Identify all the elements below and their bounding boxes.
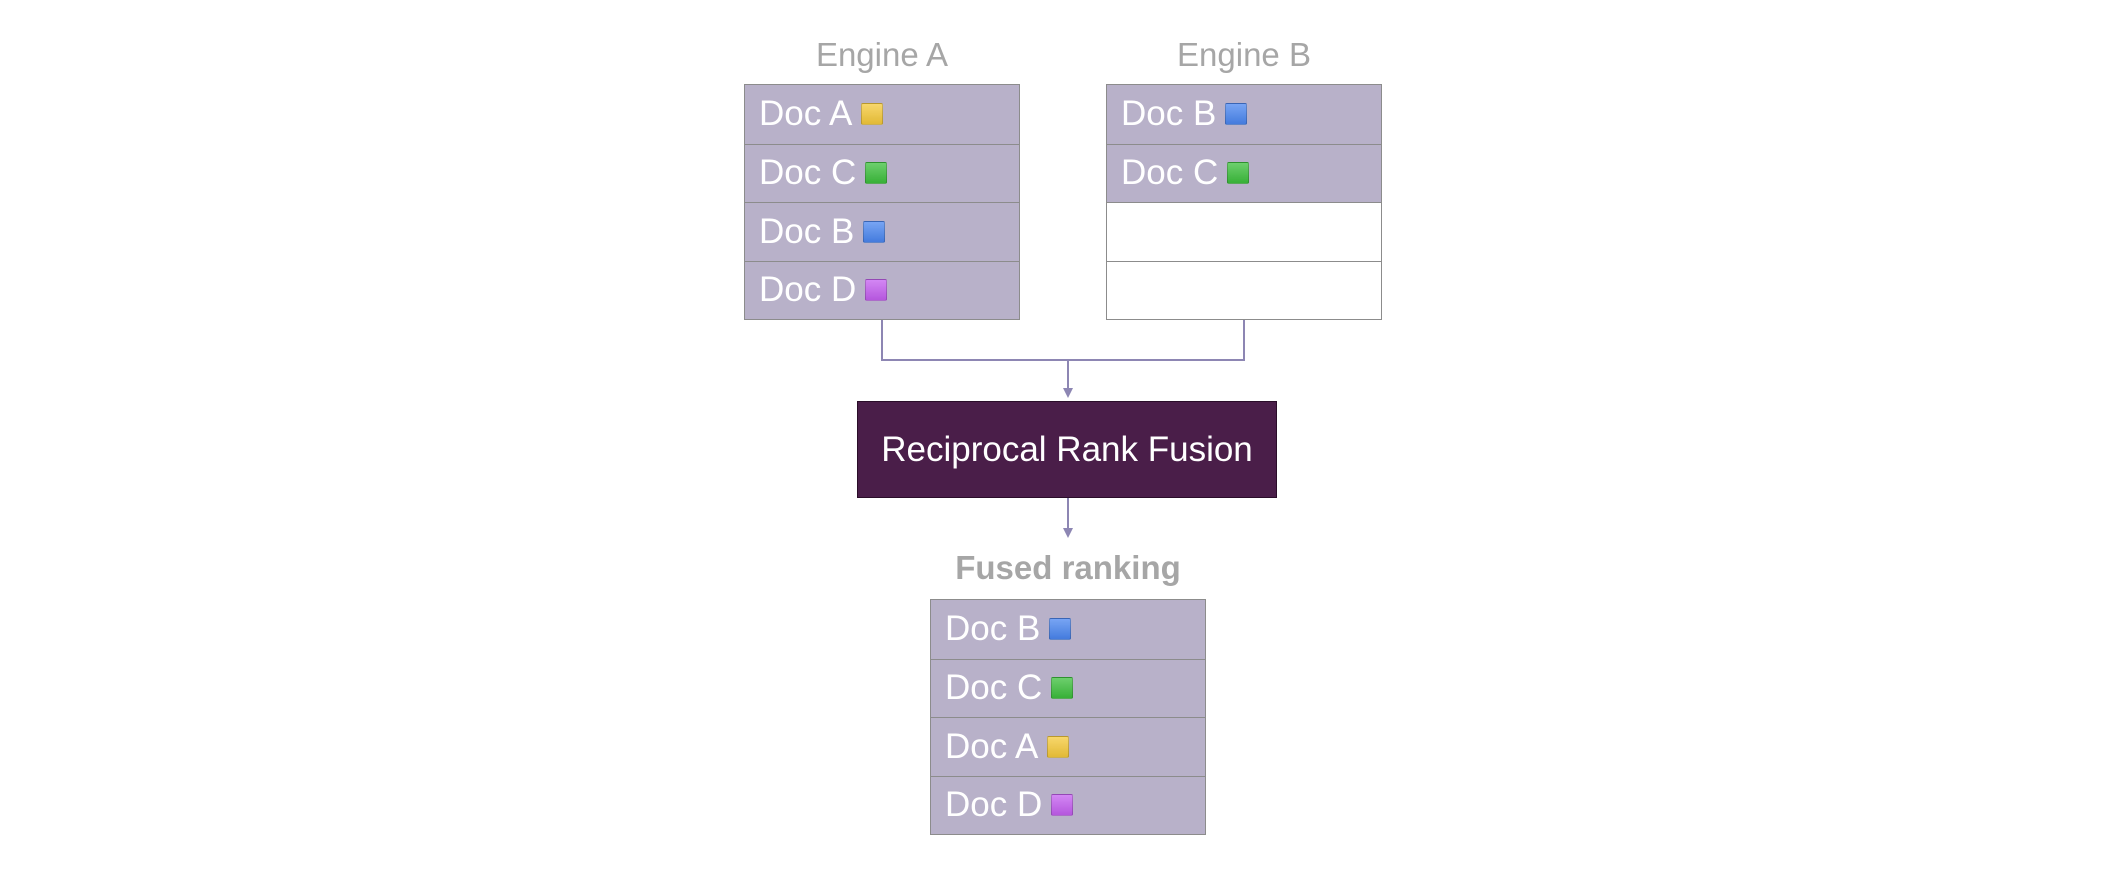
green-square-icon [865, 162, 888, 185]
yellow-square-icon [1047, 735, 1070, 758]
list-item: Doc A [745, 85, 1019, 144]
green-square-icon [1051, 677, 1074, 700]
blue-square-icon [863, 220, 886, 243]
fusion-label: Reciprocal Rank Fusion [881, 429, 1253, 469]
blue-square-icon [1225, 103, 1248, 126]
fused-ranking-list: Doc B Doc C Doc A Doc D [930, 599, 1206, 835]
doc-label: Doc C [1121, 153, 1219, 193]
engine-a-title: Engine A [815, 36, 949, 73]
empty-slot [1107, 202, 1381, 261]
doc-label: Doc A [945, 726, 1039, 766]
engine-a-connector [881, 320, 1068, 361]
engine-b-title: Engine B [1177, 36, 1311, 73]
empty-slot [1107, 260, 1381, 320]
blue-square-icon [1049, 618, 1072, 641]
list-item: Doc B [1107, 85, 1381, 144]
yellow-square-icon [861, 103, 884, 126]
doc-label: Doc B [945, 609, 1041, 649]
purple-square-icon [1051, 794, 1074, 817]
list-item: Doc A [931, 717, 1205, 776]
list-item: Doc D [745, 260, 1019, 319]
list-item: Doc C [745, 143, 1019, 202]
engine-b-connector [1068, 320, 1245, 361]
doc-label: Doc D [759, 270, 857, 310]
doc-label: Doc A [759, 94, 853, 134]
doc-label: Doc B [1121, 94, 1217, 134]
fused-ranking-title: Fused ranking [955, 549, 1181, 586]
purple-square-icon [865, 279, 888, 302]
list-item: Doc B [931, 600, 1205, 659]
doc-label: Doc D [945, 785, 1043, 825]
green-square-icon [1227, 162, 1250, 185]
doc-label: Doc C [759, 153, 857, 193]
engine-a-list: Doc A Doc C Doc B Doc D [744, 84, 1020, 320]
list-item: Doc C [1107, 143, 1381, 202]
reciprocal-rank-fusion-box: Reciprocal Rank Fusion [857, 401, 1277, 498]
doc-label: Doc C [945, 668, 1043, 708]
doc-label: Doc B [759, 211, 855, 251]
list-item: Doc B [745, 202, 1019, 261]
list-item: Doc D [931, 775, 1205, 834]
list-item: Doc C [931, 658, 1205, 717]
engine-b-list: Doc B Doc C [1106, 84, 1382, 320]
